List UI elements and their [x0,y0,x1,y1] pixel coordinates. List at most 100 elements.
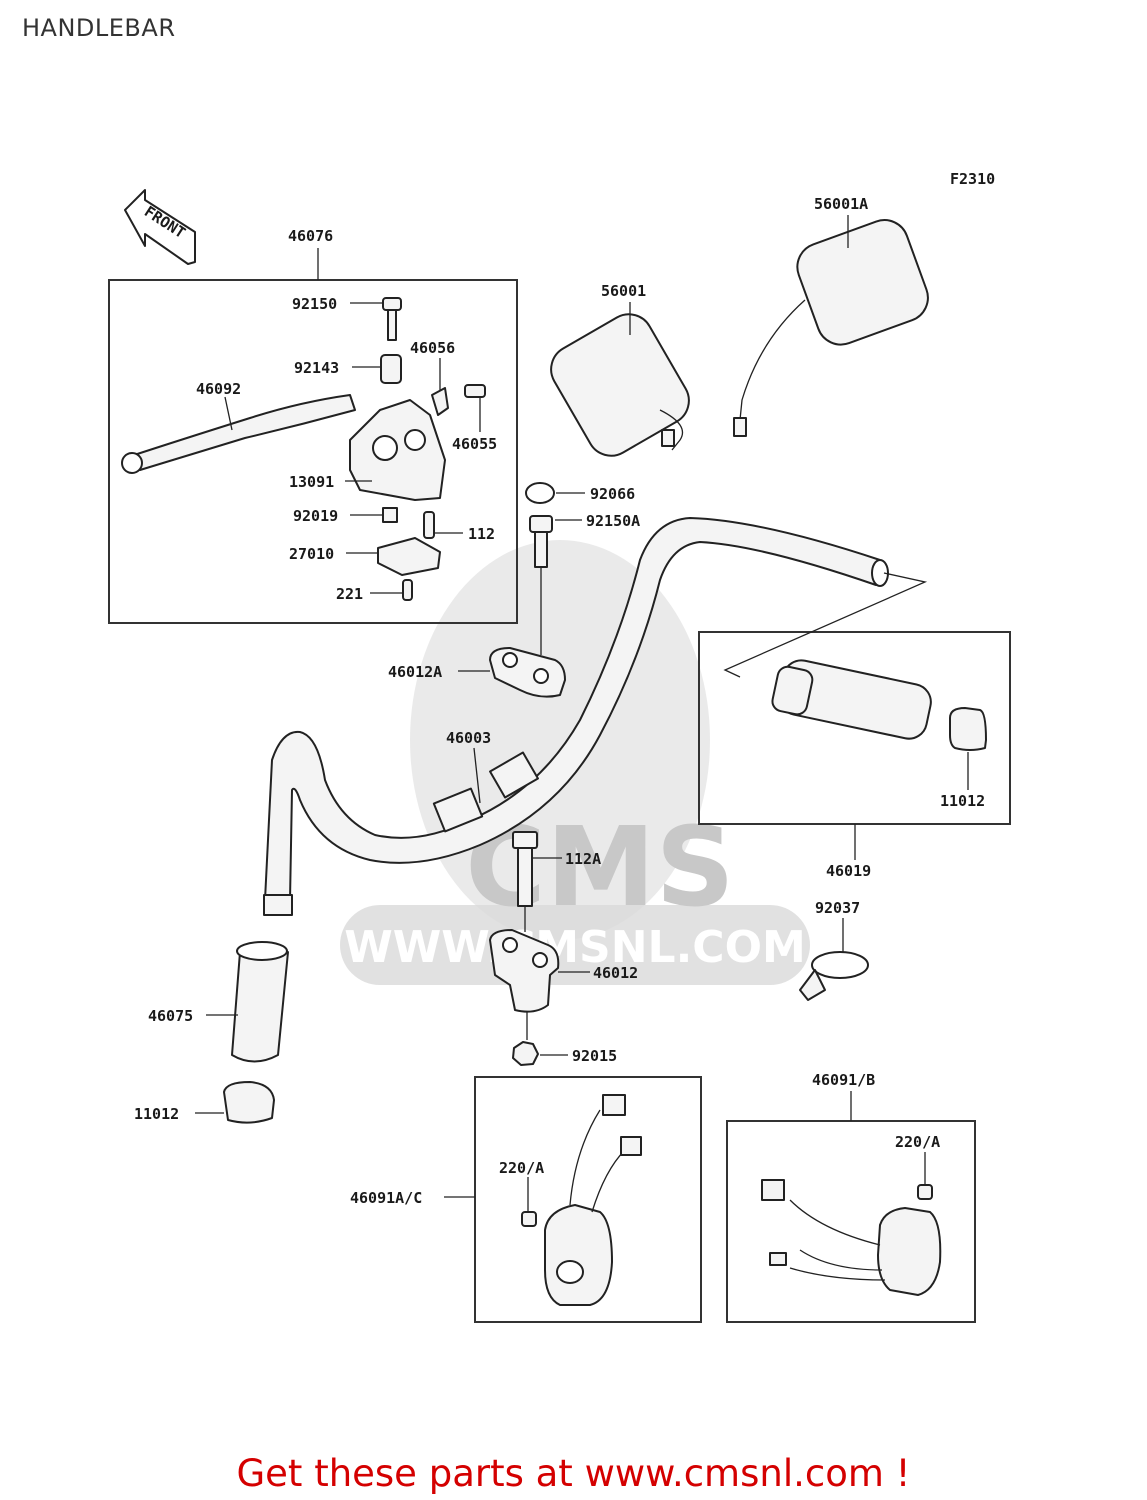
part-56001-nut [661,429,675,447]
assembly-box-46076 [108,279,518,624]
watermark-url: WWW.CMSNL.COM [344,922,806,973]
watermark-banner [340,905,810,985]
callout-46055: 46055 [452,435,497,453]
part-220A-right-screw [917,1184,933,1200]
part-92150-bolt [382,297,402,311]
part-46091AC-connector-1 [602,1094,626,1116]
callout-92066: 92066 [590,485,635,503]
part-46091B-cable-2 [799,1249,883,1271]
part-46091AC-cable-2 [591,1149,626,1213]
part-46019-grip-flange [771,665,814,716]
leader-46019-break [723,572,928,678]
part-220A-left-screw [521,1211,537,1227]
part-46091AC-switch-housing [544,1204,613,1306]
part-56001A-mirror [796,219,929,346]
callout-46012: 46012 [593,964,638,982]
callout-46012A: 46012A [388,663,442,681]
part-46091B-connector-2 [769,1252,787,1266]
callout-46091B: 46091/B [812,1071,875,1089]
part-46056-washer [431,387,449,416]
part-46003-end-thread [263,894,293,916]
callout-92150A: 92150A [586,512,640,530]
part-92150A-bolt-shaft [534,531,548,568]
callout-13091: 13091 [289,473,334,491]
part-112A-bolt-head [512,831,538,849]
part-92143-collar [380,354,402,384]
part-56001-stem [659,409,684,451]
part-13091-bore2 [404,429,426,451]
part-56001-mirror [550,313,690,457]
part-92019-nut [382,507,398,523]
callout-46092: 46092 [196,380,241,398]
part-112A-bolt-shaft [517,847,533,907]
part-46012-bore [502,937,518,953]
part-27010-switch [377,537,441,576]
leader-46092 [224,396,233,431]
callout-92150: 92150 [292,295,337,313]
mirror-56001 [550,313,690,457]
front-arrow-icon [124,189,196,265]
callout-112: 112 [468,525,495,543]
part-46075-grip [231,946,289,1063]
assembly-box-46091AC [474,1076,702,1323]
part-92037-tab [799,969,826,1001]
part-92066-cap [525,482,555,504]
part-221-screw [402,579,413,601]
footer-call-to-action[interactable]: Get these parts at www.cmsnl.com ! [236,1452,911,1495]
callout-46019: 46019 [826,862,871,880]
part-46091B-connector-1 [761,1179,785,1201]
part-112-bolt [423,511,435,539]
part-46003-right-end [871,559,889,587]
callout-221: 221 [336,585,363,603]
part-46055-screw [464,384,486,398]
part-46012A-bore2 [533,668,549,684]
callout-46075: 46075 [148,1007,193,1025]
part-46012-bore2 [532,952,548,968]
front-direction-marker: FRONT [124,189,196,265]
callout-92015: 92015 [572,1047,617,1065]
part-46075-grip-end [236,941,288,961]
part-46091B-switch-housing [877,1207,942,1296]
part-92150-shaft [387,309,397,341]
leader-46003 [473,747,481,804]
callout-46056: 46056 [410,339,455,357]
clutch-lever-assembly-parts [121,297,486,601]
part-92015-nut [512,1041,539,1066]
part-13091-bore [372,435,398,461]
part-46012A-bore [502,652,518,668]
handlebar-parts-diagram: CMS WWW.CMSNL.COM FRONT F2310 46076 9215… [108,170,1011,1323]
callout-11012-left: 11012 [134,1105,179,1123]
part-56001A-nut [733,417,747,437]
callout-220A-left: 220/A [499,1159,544,1177]
callout-92037: 92037 [815,899,860,917]
part-46003-handlebar [264,517,881,901]
callout-27010: 27010 [289,545,334,563]
callout-46003: 46003 [446,729,491,747]
mirror-56001A [733,219,929,437]
callout-11012-right: 11012 [940,792,985,810]
callout-92019: 92019 [293,507,338,525]
figure-code: F2310 [950,170,995,188]
part-92037-clamp [811,951,869,979]
callout-220A-right: 220/A [895,1133,940,1151]
part-56001A-stem [739,299,806,421]
part-46003-knurl-right [489,751,539,799]
part-46091B-cable-1 [789,1199,881,1246]
part-11012-right-end-cap [949,707,987,751]
assembly-box-46091B [726,1120,976,1323]
callout-46076: 46076 [288,227,333,245]
part-46091AC-bore [556,1260,584,1284]
part-11012-left-end-cap [223,1081,275,1124]
callout-112A: 112A [565,850,601,868]
part-46092-ball-end [121,452,143,474]
callout-56001: 56001 [601,282,646,300]
part-46091B-cable-3 [789,1267,886,1281]
part-46091AC-cable-1 [569,1109,601,1206]
part-46092-lever [124,394,356,471]
callout-92143: 92143 [294,359,339,377]
part-46091AC-connector-2 [620,1136,642,1156]
page-title: HANDLEBAR [22,14,176,42]
callout-56001A: 56001A [814,195,868,213]
callout-46091AC: 46091A/C [350,1189,422,1207]
part-46003-knurl-left [432,787,484,833]
